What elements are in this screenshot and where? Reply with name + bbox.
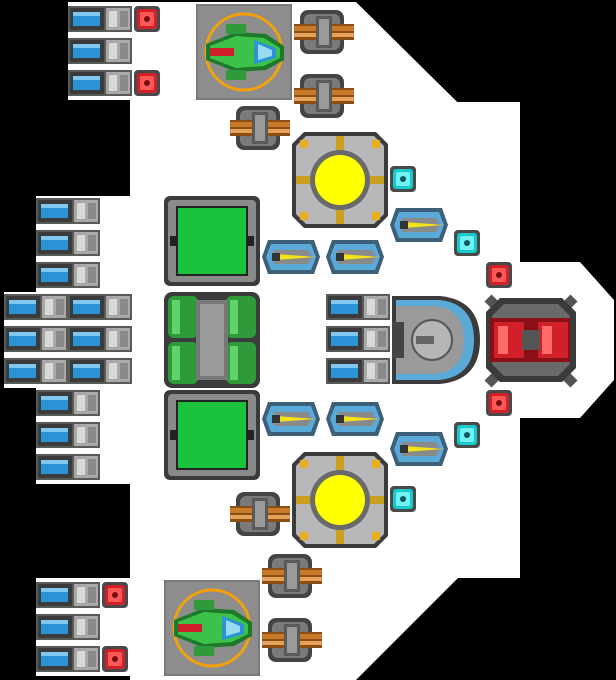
red-pod-icon[interactable] [134, 70, 160, 96]
cyan-pod-icon[interactable] [390, 486, 416, 512]
cyan-pod-icon[interactable] [454, 230, 480, 256]
red-pod-icon[interactable] [134, 6, 160, 32]
engine-thruster-icon [68, 6, 132, 32]
shield-generator-icon[interactable] [392, 296, 480, 384]
reactor-core-icon[interactable] [292, 452, 388, 548]
red-main-gun-icon[interactable] [484, 294, 578, 388]
engine-thruster-icon [68, 70, 132, 96]
engine-group-right[interactable] [326, 294, 390, 384]
red-pod-icon[interactable] [102, 646, 128, 672]
engine-group-top[interactable] [68, 6, 132, 96]
cyan-pod-icon[interactable] [454, 422, 480, 448]
red-pod-icon[interactable] [102, 582, 128, 608]
red-pod-icon[interactable] [486, 390, 512, 416]
fuel-tank-block[interactable] [164, 292, 260, 388]
engine-thruster-icon [68, 38, 132, 64]
green-storage-icon[interactable] [164, 390, 260, 480]
engine-group-bottom[interactable] [36, 582, 100, 672]
cyan-pod-icon[interactable] [390, 166, 416, 192]
reactor-core-icon[interactable] [292, 132, 388, 228]
fighter-bay-icon[interactable] [162, 578, 262, 678]
red-pod-icon[interactable] [486, 262, 512, 288]
fighter-bay-icon[interactable] [194, 2, 294, 102]
green-storage-icon[interactable] [164, 196, 260, 286]
